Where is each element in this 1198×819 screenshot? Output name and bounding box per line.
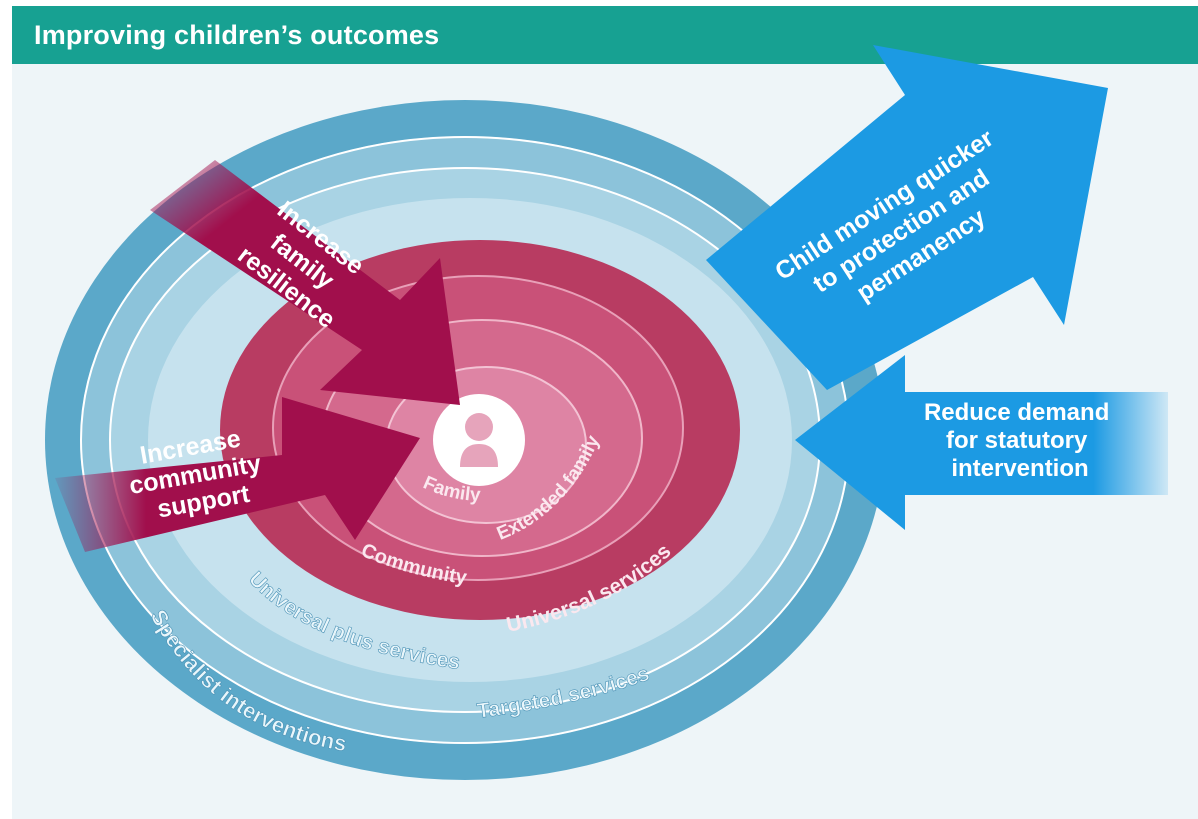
page-title: Improving children’s outcomes: [34, 20, 440, 50]
arrow-reduce-demand: Reduce demand for statutory intervention: [795, 355, 1168, 530]
arrow-community-support-label: Increase community support: [122, 421, 275, 528]
arrow-community-support: Increase community support: [55, 397, 420, 552]
header-bar: Improving children’s outcomes: [12, 6, 1198, 64]
arrow-reduce-demand-label: Reduce demand for statutory intervention: [924, 399, 1116, 482]
arrow-protection-permanency: Child moving quicker to protection and p…: [706, 45, 1108, 390]
person-icon: [433, 394, 525, 486]
